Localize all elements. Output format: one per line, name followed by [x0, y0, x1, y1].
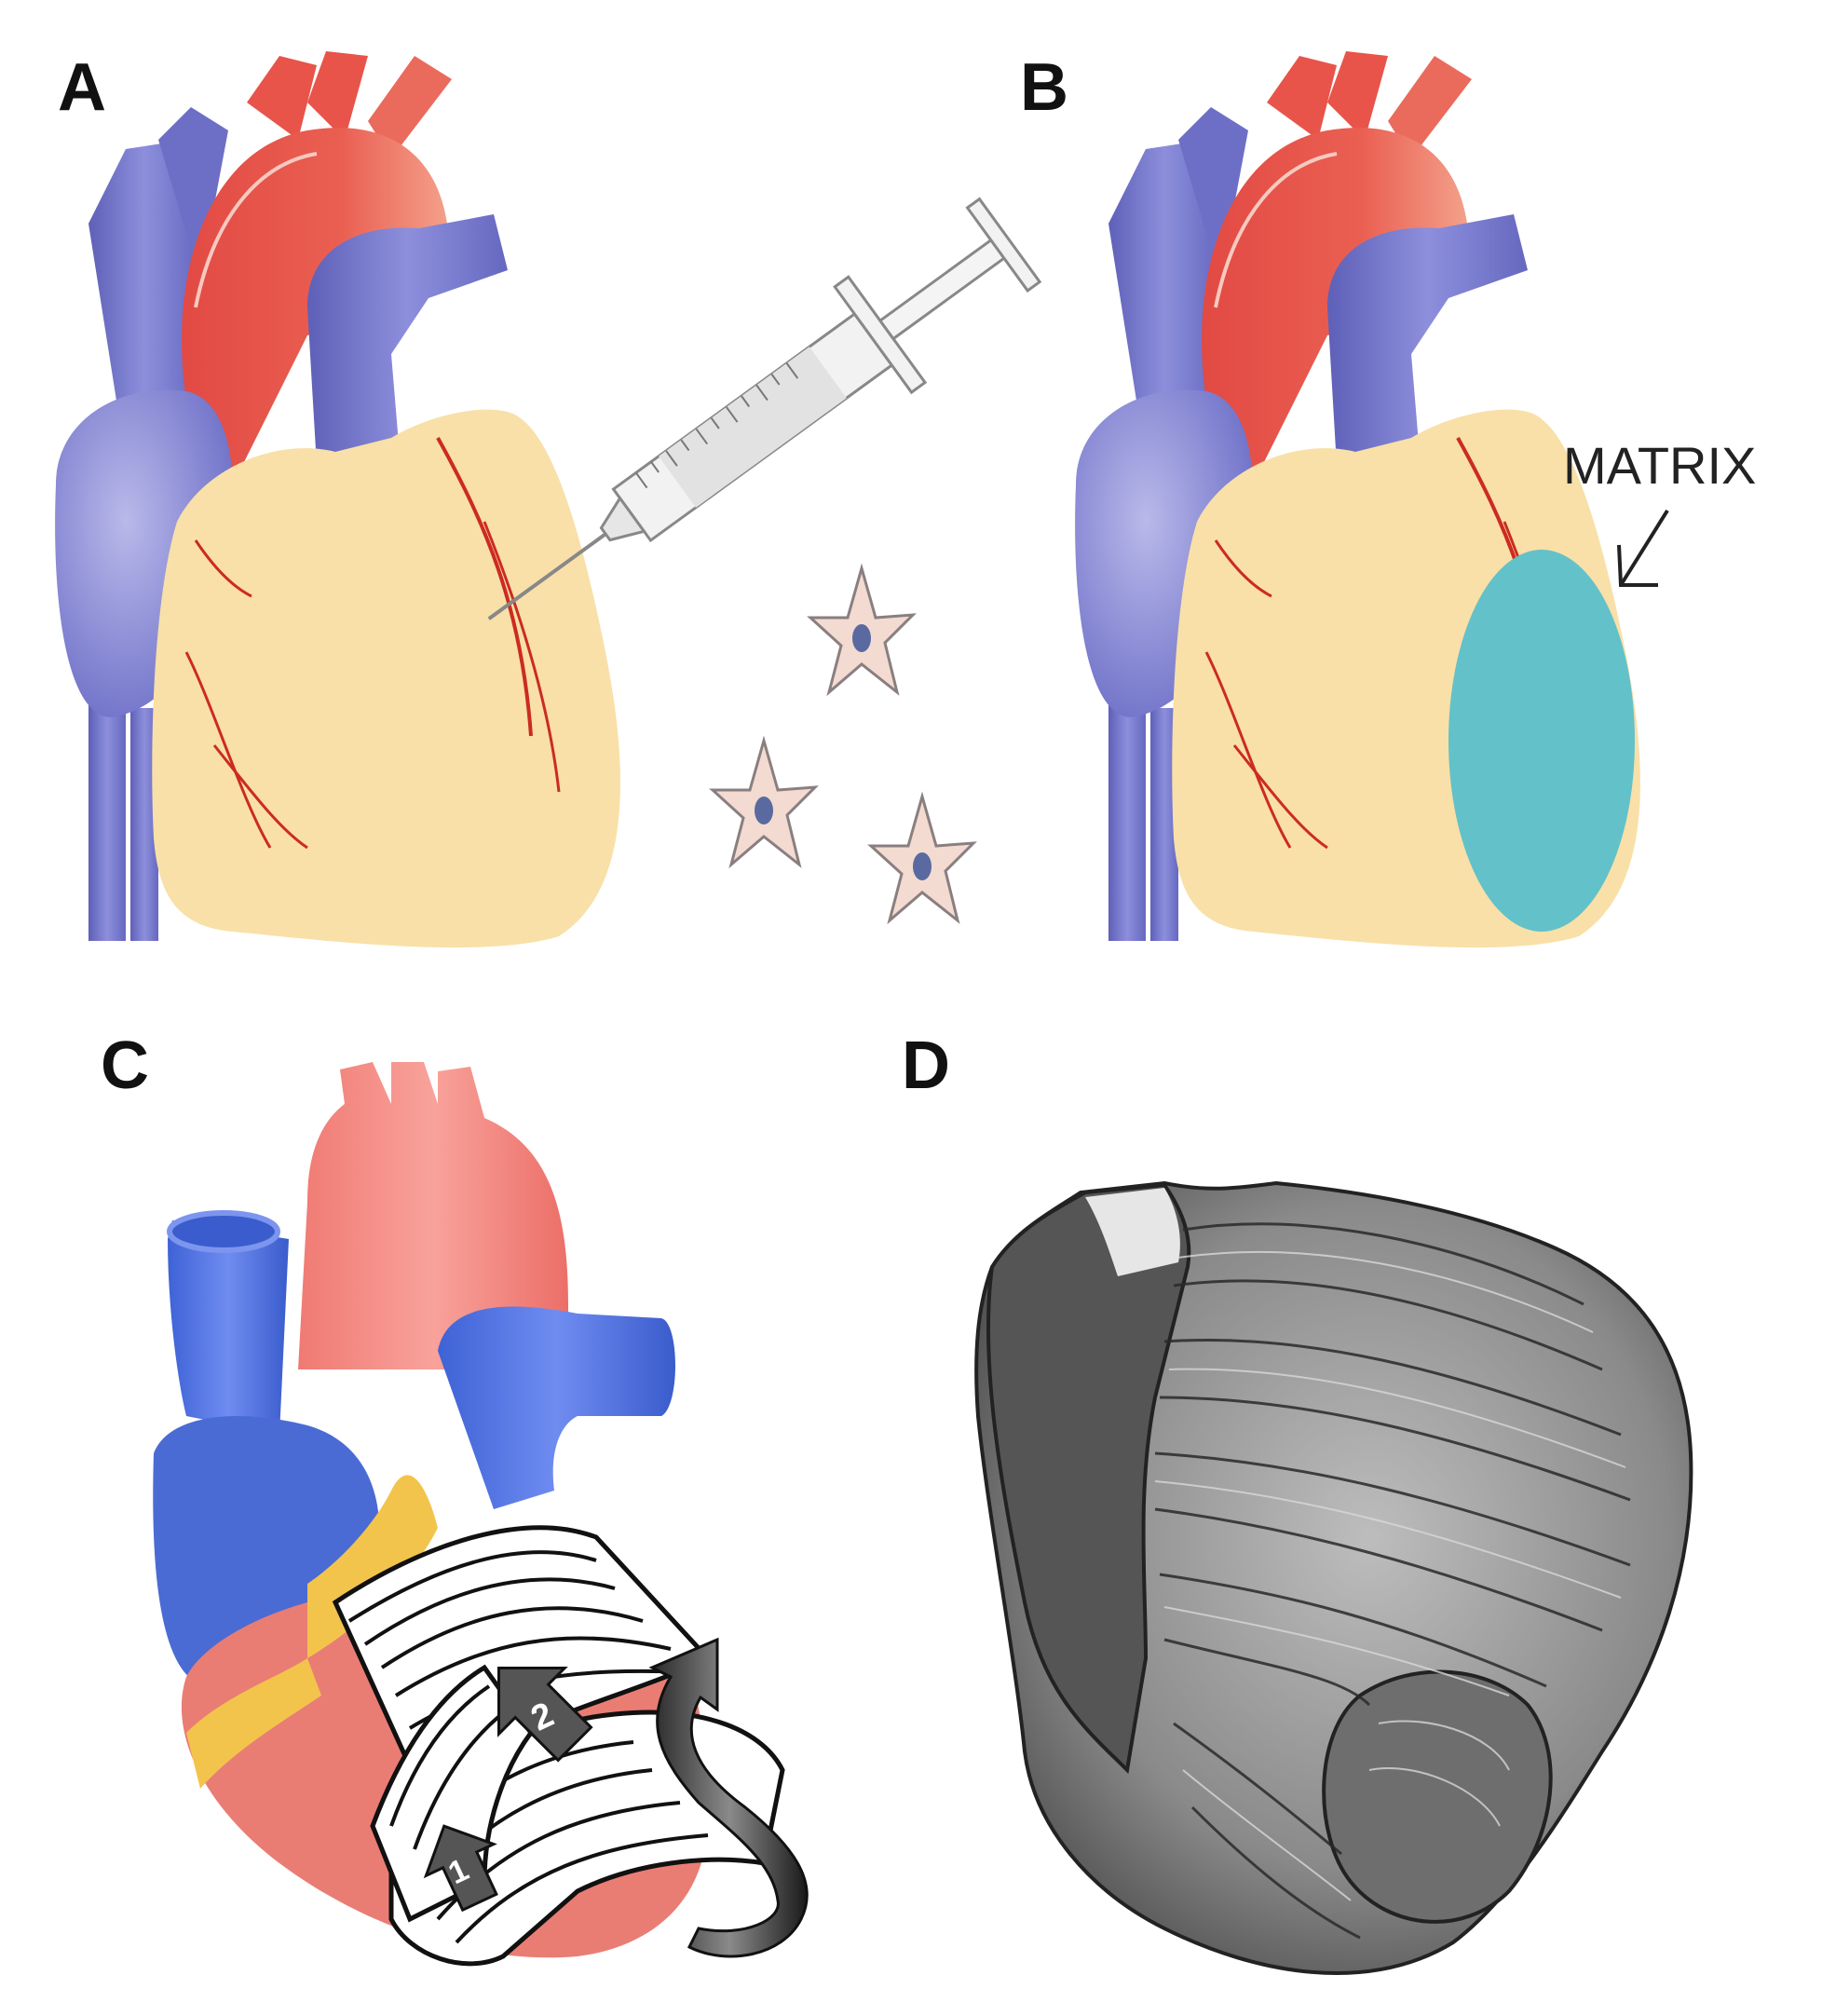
panel-c-label: C: [101, 1028, 149, 1103]
curved-arrow-icon: [648, 1637, 809, 1958]
panel-a-label: A: [58, 50, 106, 125]
panel-a-heart: [53, 49, 622, 950]
panel-d-label: D: [902, 1028, 950, 1103]
matrix-label: MATRIX: [1563, 436, 1757, 495]
stem-cell-icon: [711, 739, 817, 866]
panel-b-label: B: [1020, 50, 1068, 125]
matrix-patch: [1448, 550, 1635, 932]
matrix-arrow-icon: [1617, 509, 1669, 587]
arrow-2-icon: [497, 1667, 593, 1763]
stem-cell-icon: [869, 795, 975, 922]
stem-cell-icon: [809, 566, 915, 694]
panel-d-myocardial-structure: [974, 1180, 1693, 1975]
syringe-icon: [487, 197, 1042, 620]
arrow-1-icon: [423, 1824, 498, 1913]
